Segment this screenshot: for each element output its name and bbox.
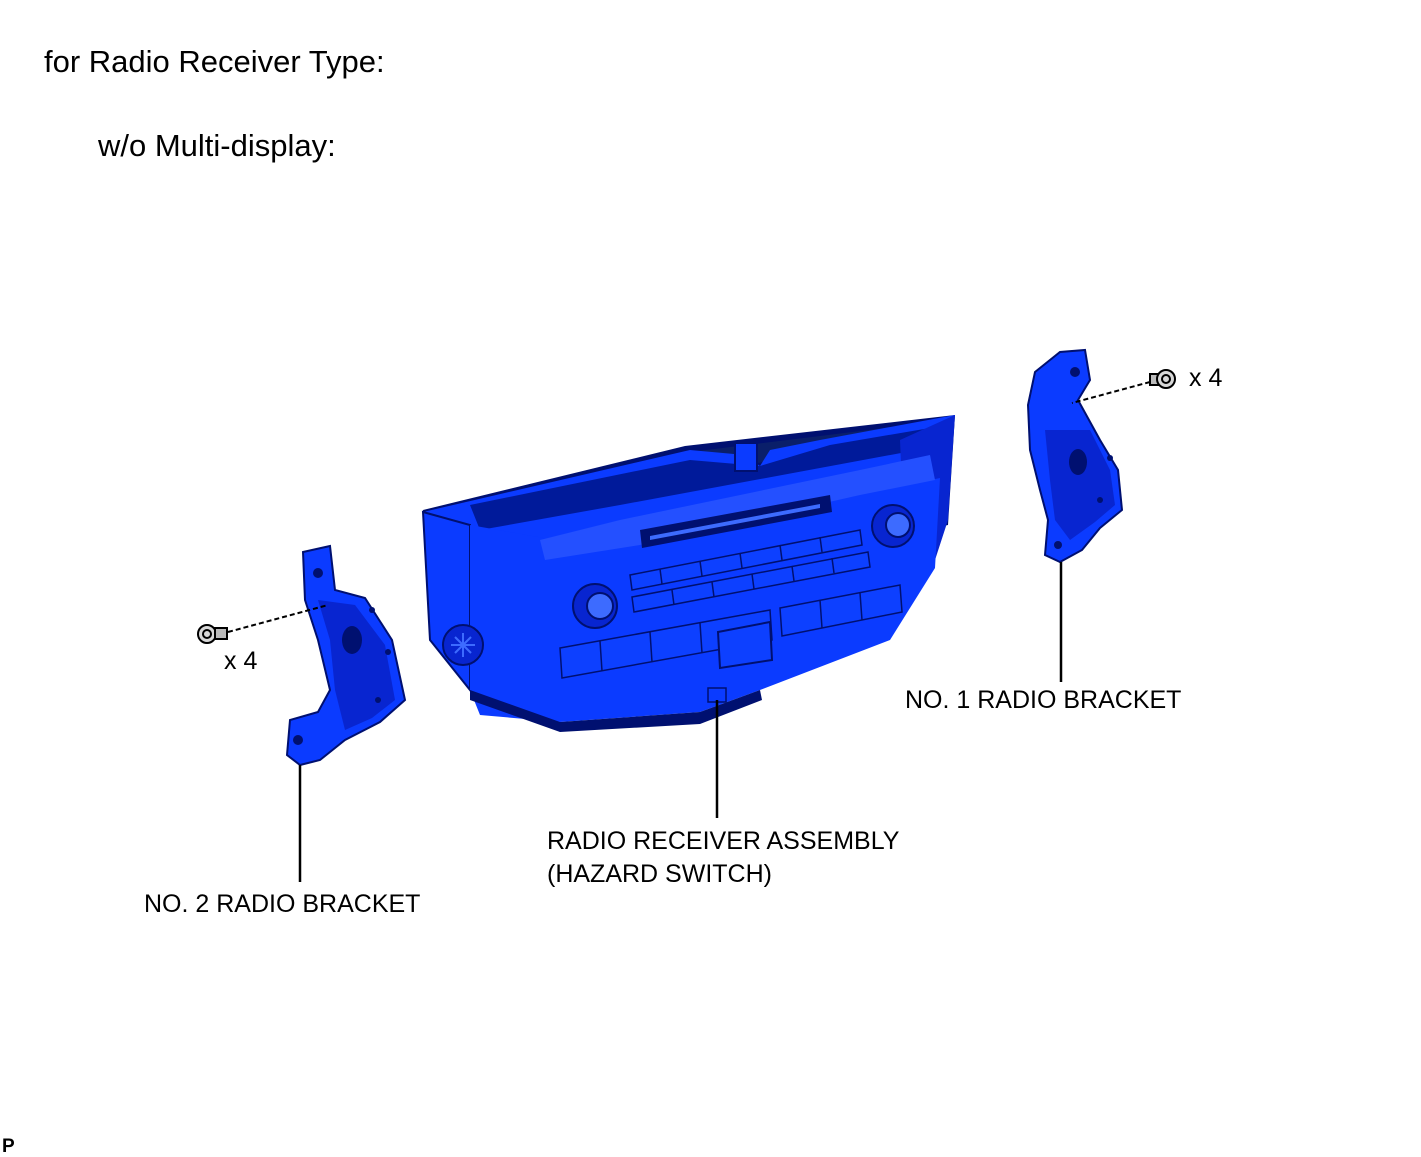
left-screw-icon (197, 624, 228, 644)
receiver-sublabel: (HAZARD SWITCH) (547, 860, 772, 888)
radio-receiver-assembly (421, 415, 955, 732)
corner-mark: P (2, 1136, 15, 1157)
no1-radio-bracket (1026, 348, 1124, 564)
left-screw-quantity: x 4 (224, 647, 258, 675)
no2-bracket-label: NO. 2 RADIO BRACKET (144, 890, 421, 918)
page-heading: for Radio Receiver Type: (44, 44, 385, 79)
no1-bracket-label: NO. 1 RADIO BRACKET (905, 686, 1182, 714)
right-screw-quantity: x 4 (1189, 364, 1223, 392)
right-screw-guide (1071, 381, 1151, 404)
right-screw-icon (1149, 369, 1176, 389)
no2-radio-bracket (285, 544, 407, 767)
receiver-label: RADIO RECEIVER ASSEMBLY (547, 827, 900, 855)
page-subheading: w/o Multi-display: (98, 128, 336, 163)
left-screw-guide (227, 604, 329, 633)
